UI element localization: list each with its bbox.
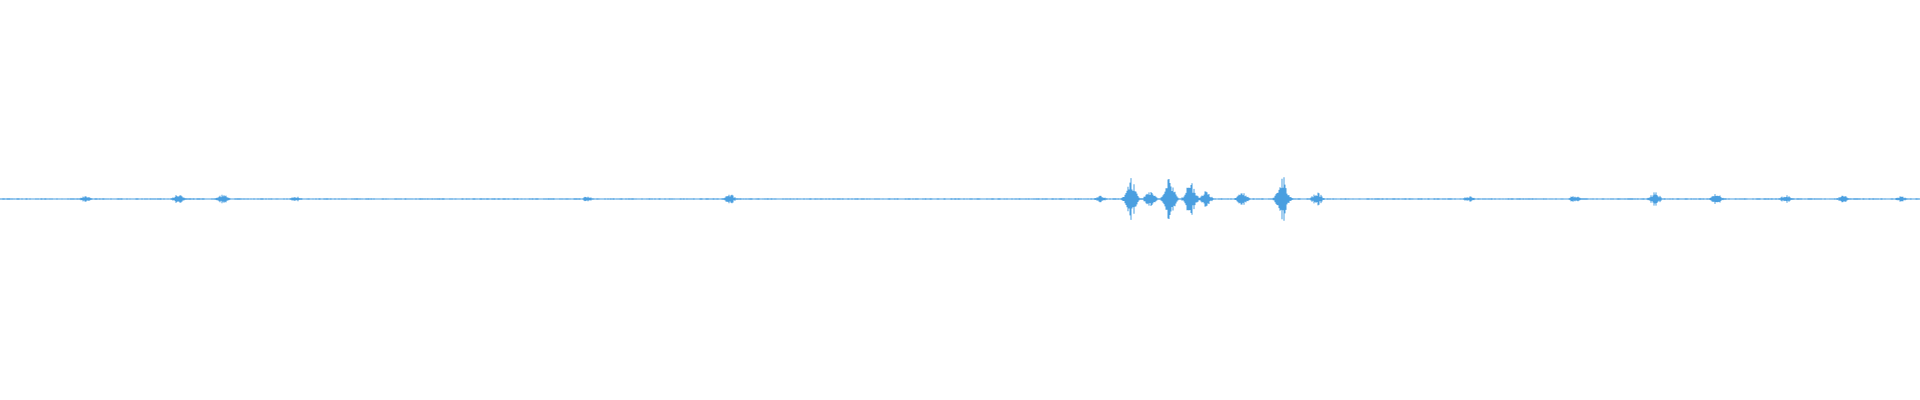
waveform-trace bbox=[0, 177, 1920, 221]
